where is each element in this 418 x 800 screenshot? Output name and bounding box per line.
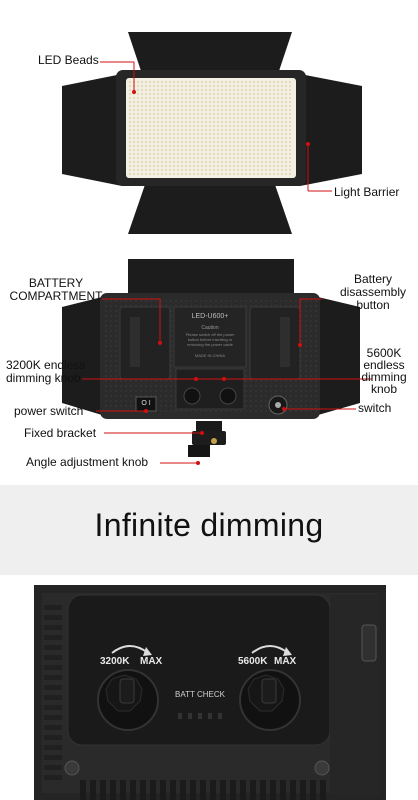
label-battery-compartment-2: COMPARTMENT <box>9 289 103 303</box>
barn-door-left-back <box>62 297 102 415</box>
label-power-switch: power switch <box>14 404 84 418</box>
angle-knob-back <box>188 445 210 457</box>
label-3200k-knob-2: dimming knob <box>6 371 81 385</box>
knob-3200k-back <box>183 387 201 405</box>
device-caution-line-1: Please switch off the power <box>185 332 235 337</box>
closeup-illustration <box>34 585 386 800</box>
barn-door-right-back <box>318 297 360 415</box>
label-light-barrier: Light Barrier <box>334 185 400 199</box>
barn-door-right <box>300 74 362 186</box>
label-switch: switch <box>358 401 392 415</box>
label-fixed-bracket: Fixed bracket <box>24 426 97 440</box>
battery-slot-right <box>249 306 301 380</box>
closeup-3200k-max: MAX <box>140 656 163 667</box>
bottom-vents <box>80 780 326 800</box>
front-light-illustration <box>62 32 362 234</box>
knob-5600k-back <box>219 387 237 405</box>
closeup-3200k-label: 3200K <box>100 656 130 667</box>
closeup-panel: 3200K MAX 5600K MAX BATT CHECK <box>0 575 418 800</box>
label-angle-knob: Angle adjustment knob <box>26 455 149 469</box>
front-view-panel: LED Beads Light Barrier <box>0 0 418 245</box>
device-made-in: MADE IN CHINA <box>194 353 226 358</box>
label-5600k-knob-4: knob <box>370 382 398 396</box>
label-5600k-knob-1: 5600K <box>366 346 402 360</box>
knob-5600k-closeup <box>239 669 301 731</box>
label-5600k-knob-2: endless <box>363 358 405 372</box>
screw-right <box>314 760 330 776</box>
closeup-5600k-label: 5600K <box>238 656 268 667</box>
barn-door-left <box>62 74 122 186</box>
label-3200k-knob-1: 3200K endless <box>6 358 86 372</box>
barn-door-top <box>128 32 292 80</box>
label-battery-disassembly-3: button <box>356 298 390 312</box>
device-model-text: LED-U600+ <box>191 313 229 320</box>
device-switch-marks: O I <box>141 400 151 407</box>
label-led-beads: LED Beads <box>38 53 99 67</box>
batt-check-indicators <box>178 713 222 719</box>
banner-title: Infinite dimming <box>94 507 324 543</box>
back-view-panel: LED-U600+ Caution Please switch off the … <box>0 245 418 485</box>
label-battery-compartment-1: BATTERY <box>28 276 84 290</box>
back-light-illustration <box>62 259 372 465</box>
closeup-5600k-max: MAX <box>274 656 297 667</box>
label-5600k-knob-3: dimming <box>361 370 407 384</box>
device-caution-title: Caution <box>201 325 219 331</box>
fixed-bracket-back <box>196 421 222 433</box>
info-plate <box>173 306 247 368</box>
barn-door-bottom <box>128 176 292 234</box>
label-battery-disassembly-2: disassembly <box>339 285 407 299</box>
closeup-batt-check: BATT CHECK <box>175 690 225 699</box>
led-face <box>126 78 296 178</box>
barn-door-top-back <box>128 259 294 299</box>
knob-plate <box>175 368 245 410</box>
battery-slot-left <box>119 306 171 380</box>
banner-panel: Infinite dimming <box>0 485 418 575</box>
led-bead-grid <box>128 80 292 176</box>
screw-left <box>64 760 80 776</box>
device-caution-line-2: button before inserting or <box>187 337 233 342</box>
knob-3200k-closeup <box>97 669 159 731</box>
label-battery-disassembly-1: Battery <box>353 272 392 286</box>
back-leader-lines <box>82 298 372 464</box>
side-button-closeup <box>361 624 377 662</box>
device-caution-line-3: removing the power cable <box>187 342 233 347</box>
